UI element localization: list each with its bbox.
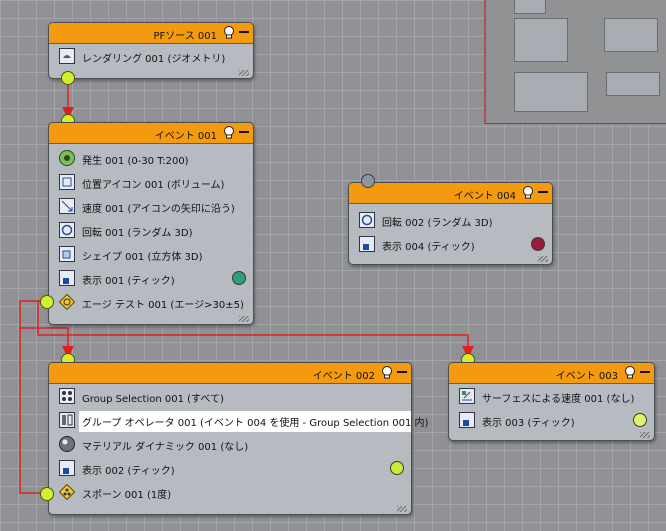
operator-label: 表示 001 (ティック) [82,276,175,287]
operator-age-test[interactable]: エージ テスト 001 (エージ>30±5) [49,290,253,314]
node-header[interactable]: イベント 003 [449,363,654,384]
group-selection-icon [59,388,75,404]
operator-label: 回転 001 (ランダム 3D) [82,228,193,239]
node-header[interactable]: イベント 004 [349,183,552,204]
operator-group-selection[interactable]: Group Selection 001 (すべて) [49,384,411,408]
operator-material-dynamic[interactable]: マテリアル ダイナミック 001 (なし) [49,432,411,456]
input-socket-empty[interactable] [361,174,375,188]
minimize-icon[interactable] [239,131,249,133]
operator-rotation[interactable]: 回転 002 (ランダム 3D) [349,208,552,232]
operator-group-operator[interactable]: グループ オペレータ 001 (イベント 004 を使用 - Group Sel… [49,408,428,432]
operator-label: マテリアル ダイナミック 001 (なし) [82,442,249,453]
operator-label: スポーン 001 (1度) [82,490,172,501]
test-output-socket[interactable] [40,295,54,309]
operator-label: 表示 003 (ティック) [482,418,575,429]
resize-grip[interactable] [538,256,548,262]
operator-display[interactable]: 表示 003 (ティック) [449,408,654,432]
display-color-swatch[interactable] [633,413,647,427]
display-icon [459,412,475,428]
event-004-node[interactable]: イベント 004 回転 002 (ランダム 3D) 表示 004 (ティック) [348,182,553,265]
operator-rotation[interactable]: 回転 001 (ランダム 3D) [49,218,253,242]
material-icon [59,436,75,452]
operator-spawn[interactable]: スポーン 001 (1度) [49,480,411,504]
event-003-node[interactable]: イベント 003 サーフェスによる速度 001 (なし) 表示 003 (ティッ… [448,362,655,441]
minimize-icon[interactable] [538,191,548,193]
spawn-icon [59,484,75,500]
operator-label: サーフェスによる速度 001 (なし) [482,394,635,405]
operator-display[interactable]: 表示 004 (ティック) [349,232,552,256]
spawn-output-socket[interactable] [40,487,54,501]
operator-label: シェイプ 001 (立方体 3D) [82,252,203,263]
operator-label: 表示 002 (ティック) [82,466,175,477]
teapot-render-icon [59,48,75,64]
operator-render[interactable]: レンダリング 001 (ジオメトリ) [49,44,253,68]
lightbulb-icon[interactable] [381,366,393,379]
minimize-icon[interactable] [397,371,407,373]
node-title: イベント 004 [453,191,516,202]
overview-viewport[interactable] [484,0,666,124]
operator-label: エージ テスト 001 (エージ>30±5) [82,300,244,311]
event-001-node[interactable]: イベント 001 発生 001 (0-30 T:200) 位置アイコン 001 … [48,122,254,325]
operator-speed[interactable]: 速度 001 (アイコンの矢印に沿う) [49,194,253,218]
operator-display[interactable]: 表示 002 (ティック) [49,456,411,480]
shape-icon [59,246,75,262]
minimize-icon[interactable] [239,31,249,33]
node-title: イベント 001 [154,131,217,142]
position-icon [59,174,75,190]
birth-icon [59,150,75,166]
age-test-icon [59,294,75,310]
node-title: イベント 002 [312,371,375,382]
display-color-swatch[interactable] [232,271,246,285]
node-title: イベント 003 [555,371,618,382]
lightbulb-icon[interactable] [522,186,534,199]
operator-label: 回転 002 (ランダム 3D) [382,218,493,229]
speed-icon [59,198,75,214]
output-socket[interactable] [61,71,75,85]
operator-shape[interactable]: シェイプ 001 (立方体 3D) [49,242,253,266]
display-color-swatch[interactable] [390,461,404,475]
operator-label: 位置アイコン 001 (ボリューム) [82,180,225,191]
operator-position-icon[interactable]: 位置アイコン 001 (ボリューム) [49,170,253,194]
node-header[interactable]: イベント 002 [49,363,411,384]
operator-label: グループ オペレータ 001 (イベント 004 を使用 - Group Sel… [79,411,428,432]
wire-spawn-loop [19,328,46,494]
operator-speed-by-surface[interactable]: サーフェスによる速度 001 (なし) [449,384,654,408]
node-header[interactable]: イベント 001 [49,123,253,144]
operator-label: Group Selection 001 (すべて) [82,394,224,405]
event-002-node[interactable]: イベント 002 Group Selection 001 (すべて) グループ … [48,362,428,515]
operator-display[interactable]: 表示 001 (ティック) [49,266,253,290]
display-color-swatch[interactable] [531,237,545,251]
display-icon [59,460,75,476]
display-icon [359,236,375,252]
display-icon [59,270,75,286]
resize-grip[interactable] [397,506,407,512]
operator-birth[interactable]: 発生 001 (0-30 T:200) [49,146,253,170]
operator-label: レンダリング 001 (ジオメトリ) [82,54,226,65]
resize-grip[interactable] [640,432,650,438]
resize-grip[interactable] [239,70,249,76]
speed-by-surface-icon [459,388,475,404]
resize-grip[interactable] [239,316,249,322]
node-header[interactable]: PFソース 001 [49,23,253,44]
operator-label: 発生 001 (0-30 T:200) [82,156,189,167]
pf-source-node[interactable]: PFソース 001 レンダリング 001 (ジオメトリ) [48,22,254,79]
group-operator-icon [59,412,75,428]
operator-label: 表示 004 (ティック) [382,242,475,253]
operator-label: 速度 001 (アイコンの矢印に沿う) [82,204,235,215]
minimize-icon[interactable] [640,371,650,373]
node-title: PFソース 001 [153,31,217,42]
lightbulb-icon[interactable] [624,366,636,379]
lightbulb-icon[interactable] [223,26,235,39]
rotation-icon [59,222,75,238]
lightbulb-icon[interactable] [223,126,235,139]
rotation-icon [359,212,375,228]
